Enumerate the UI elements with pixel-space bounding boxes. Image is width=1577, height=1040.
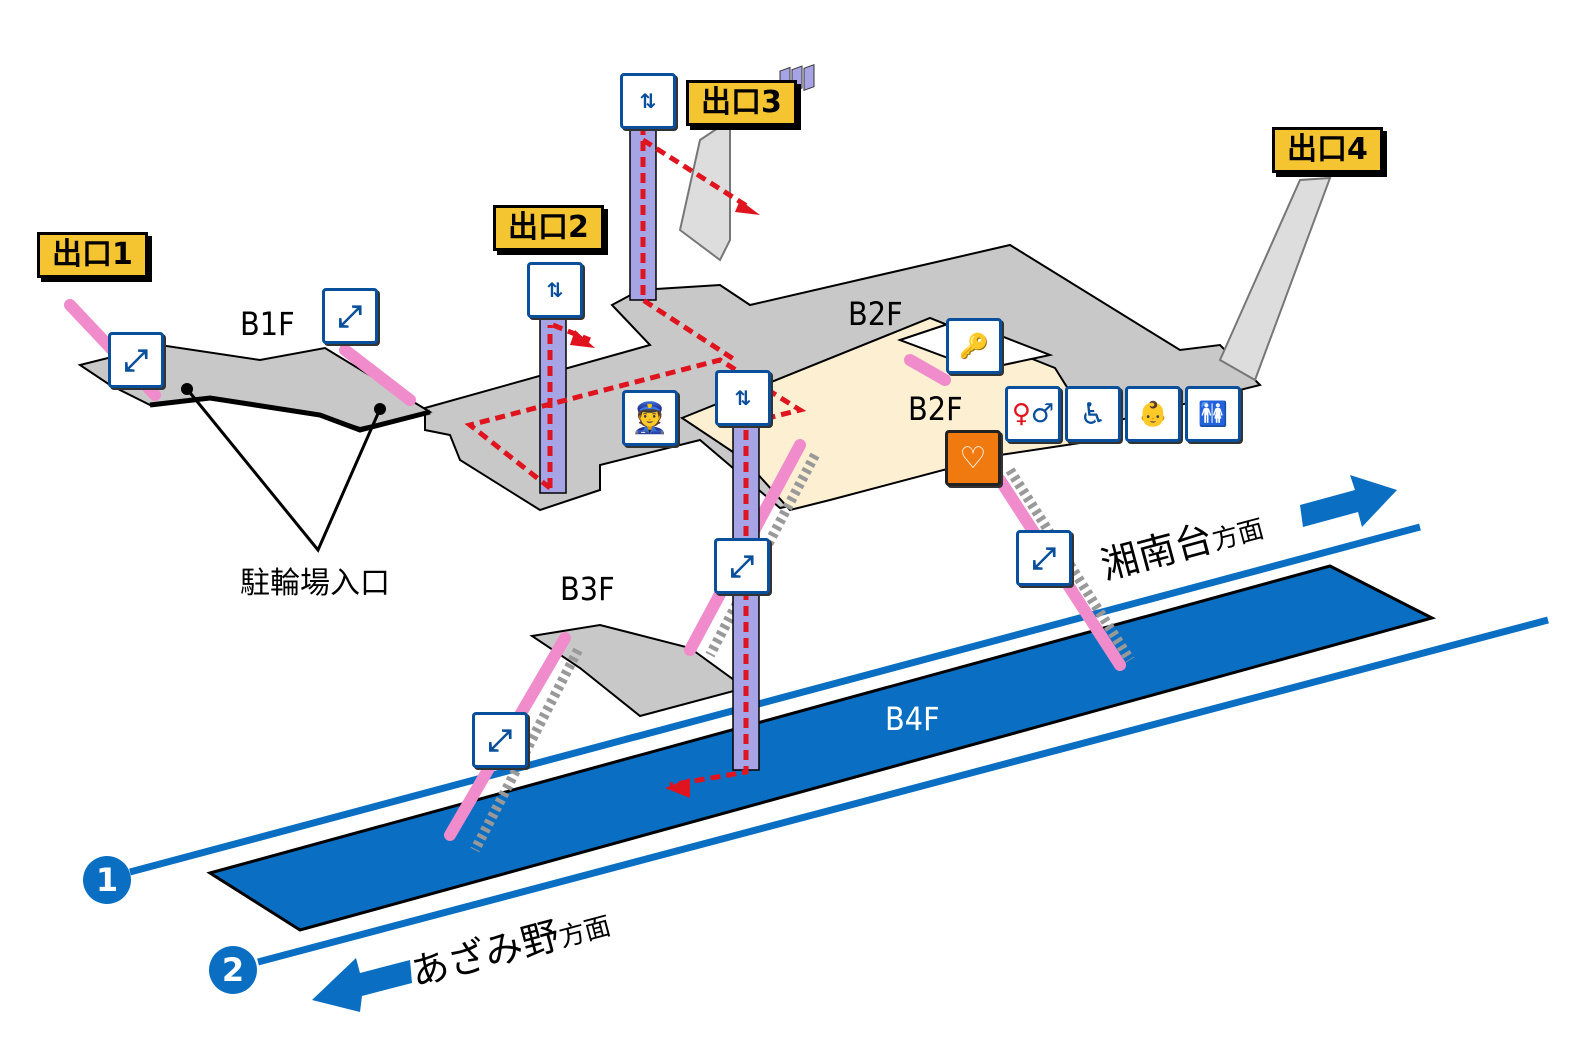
route-arrow-exit-3 xyxy=(735,200,760,215)
route-arrow-exit-2 xyxy=(570,330,595,348)
restroom-icon: ♀♂ xyxy=(1005,386,1061,442)
floor-label-b2f-upper: B2F xyxy=(848,295,903,333)
track-number-1: 1 xyxy=(83,856,131,904)
route-arrow-platform xyxy=(665,778,690,798)
b1f-edge xyxy=(149,395,431,433)
floor-label-b3f: B3F xyxy=(560,570,615,608)
b4f-platform xyxy=(206,564,1437,932)
track-number-2: 2 xyxy=(209,946,257,994)
escalator-icon: ⤢ xyxy=(108,332,164,388)
arrow-right-icon xyxy=(1300,475,1397,527)
aed-icon: ♡ xyxy=(945,430,1001,486)
exit-1-label: 出口1 xyxy=(37,232,148,278)
bicycle-entrance-leader xyxy=(185,388,382,553)
track-line-2 xyxy=(257,616,1549,966)
floor-label-b4f: B4F xyxy=(885,700,940,738)
elevator-icon: ⇅ xyxy=(620,73,676,129)
baby-care-icon: 👶 xyxy=(1125,386,1181,442)
exit-2-label: 出口2 xyxy=(493,205,604,251)
bicycle-parking-entrance-label: 駐輪場入口 xyxy=(240,566,390,601)
floor-label-b1f: B1F xyxy=(240,305,295,343)
escalator-icon: ⤢ xyxy=(322,288,378,344)
wheelchair-icon: ♿ xyxy=(1065,386,1121,442)
coin-locker-icon: 🔑 xyxy=(946,318,1002,374)
elevator-icon: ⇅ xyxy=(715,370,771,426)
multipurpose-toilet-icon: 🚻 xyxy=(1185,386,1241,442)
track-line-1 xyxy=(129,523,1421,876)
stairs-exit-4 xyxy=(1218,176,1332,382)
elevator-icon: ⇅ xyxy=(527,262,583,318)
exit-4-label: 出口4 xyxy=(1272,127,1383,173)
arrow-left-icon xyxy=(312,958,412,1012)
escalator-icon: ⤢ xyxy=(714,538,770,594)
station-staff-icon: 👮 xyxy=(622,390,678,446)
stairs-exit-3 xyxy=(678,118,731,262)
escalator-icon: ⤢ xyxy=(472,712,528,768)
floor-label-b2f-lower: B2F xyxy=(908,390,963,428)
exit-3-label: 出口3 xyxy=(686,80,797,126)
escalator-icon: ⤢ xyxy=(1016,530,1072,586)
